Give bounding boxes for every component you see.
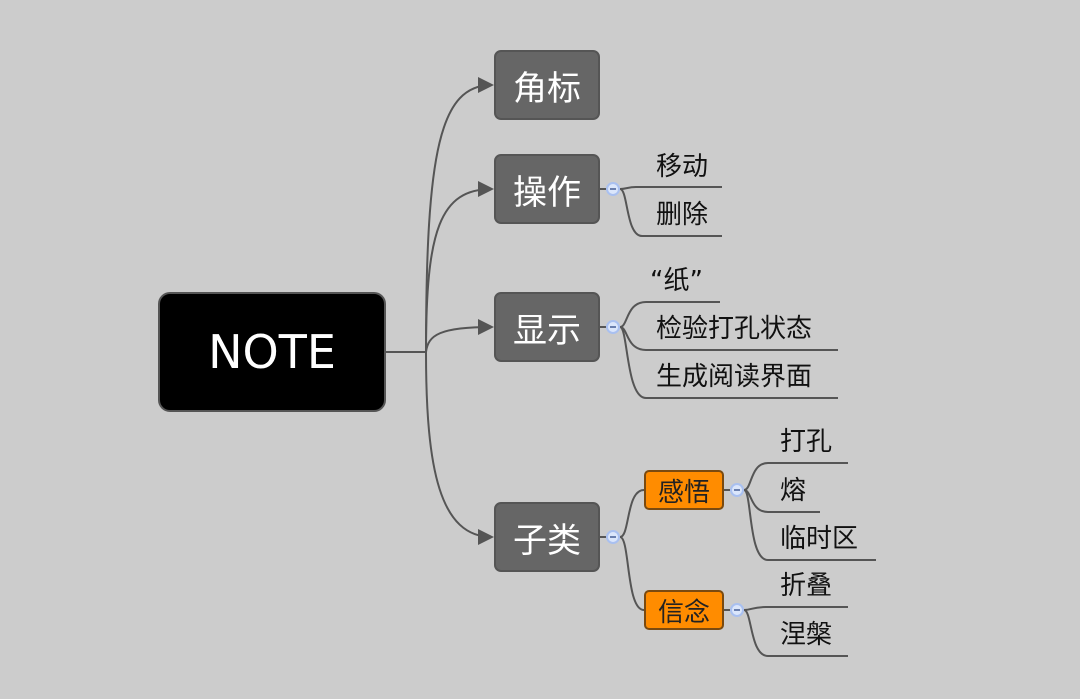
collapse-toggle-icon[interactable] xyxy=(606,530,620,544)
collapse-toggle-icon[interactable] xyxy=(606,182,620,196)
node-jiaobiao[interactable]: 角标 xyxy=(494,50,600,120)
node-label: 显示 xyxy=(513,310,581,351)
connector-xianshi xyxy=(425,319,494,353)
root-node[interactable]: NOTE xyxy=(158,292,386,412)
collapse-toggle-icon[interactable] xyxy=(730,483,744,497)
node-caozuo[interactable]: 操作 xyxy=(494,154,600,224)
leaf-node[interactable]: 移动 xyxy=(656,152,709,182)
collapse-toggle-icon[interactable] xyxy=(730,603,744,617)
connector-caozuo xyxy=(425,181,494,353)
connector-zilei xyxy=(425,351,494,545)
node-xianshi[interactable]: 显示 xyxy=(494,292,600,362)
collapse-toggle-icon[interactable] xyxy=(606,320,620,334)
leaf-node[interactable]: 检验打孔状态 xyxy=(656,314,813,344)
leaf-node[interactable]: 折叠 xyxy=(780,571,833,601)
leaf-node[interactable]: 删除 xyxy=(656,200,709,230)
node-ganwu[interactable]: 感悟 xyxy=(644,470,724,510)
root-label: NOTE xyxy=(208,325,336,379)
leaf-node[interactable]: 生成阅读界面 xyxy=(656,362,813,392)
node-label: 信念 xyxy=(657,597,710,628)
node-label: 角标 xyxy=(513,68,581,109)
node-zilei[interactable]: 子类 xyxy=(494,502,600,572)
node-label: 操作 xyxy=(513,172,581,213)
connector-jiaobiao xyxy=(425,77,494,353)
leaf-node[interactable]: 涅槃 xyxy=(780,620,833,650)
node-label: 感悟 xyxy=(657,477,710,508)
leaf-node[interactable]: 熔 xyxy=(780,476,807,506)
leaf-node[interactable]: 临时区 xyxy=(780,524,859,554)
leaf-node[interactable]: 打孔 xyxy=(780,427,833,457)
leaf-node[interactable]: “纸” xyxy=(650,266,703,296)
node-label: 子类 xyxy=(513,520,581,561)
node-xinnian[interactable]: 信念 xyxy=(644,590,724,630)
